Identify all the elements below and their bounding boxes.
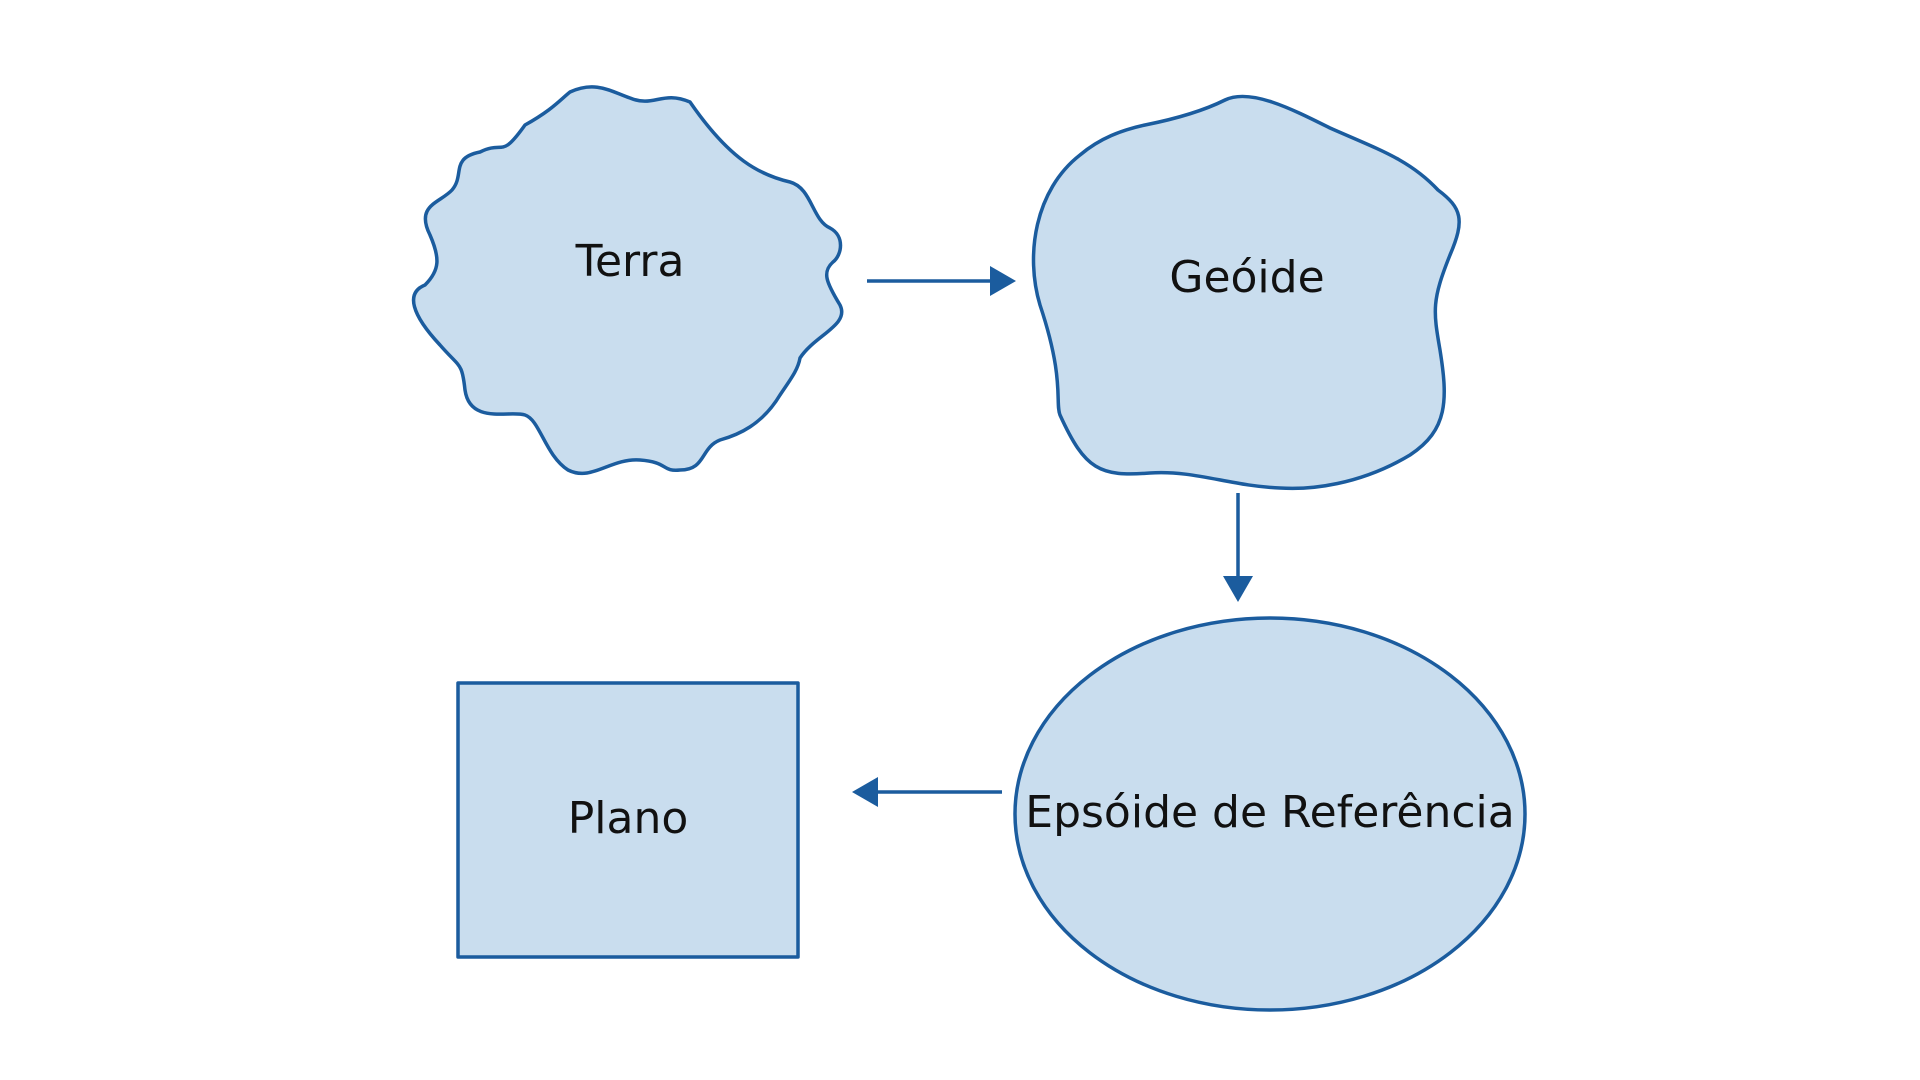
arrow-terra-to-geoide (867, 266, 1016, 296)
node-terra: Terra (411, 85, 844, 476)
arrow-geoide-to-elipsoide (1223, 493, 1253, 602)
plano-shape (456, 681, 800, 959)
arrowhead-right (990, 266, 1016, 296)
geoide-label: Geóide (1169, 252, 1324, 303)
node-geoide: Geóide (1031, 94, 1461, 491)
node-plano: Plano (456, 681, 800, 959)
arrowhead-left (852, 777, 878, 807)
node-elipsoide: Epsóide de Referência (1013, 616, 1527, 1012)
elipsoide-label: Epsóide de Referência (1025, 787, 1514, 838)
elipsoide-shape (1013, 616, 1527, 1012)
terra-shape (411, 85, 844, 476)
plano-label: Plano (568, 793, 689, 844)
terra-label: Terra (575, 236, 685, 287)
arrowhead-down (1223, 576, 1253, 602)
geoide-shape (1031, 94, 1461, 491)
arrow-elipsoide-to-plano (852, 777, 1002, 807)
